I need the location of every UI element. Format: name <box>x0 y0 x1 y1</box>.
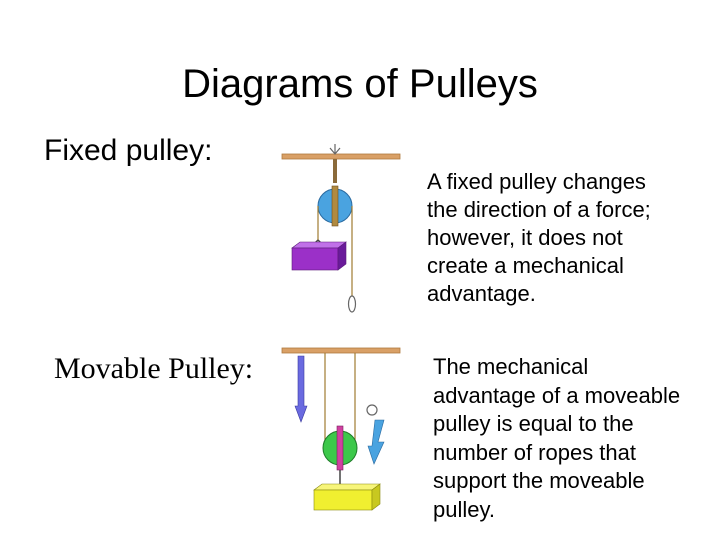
movable-pull-ring <box>366 404 378 416</box>
movable-pulley-description: The mechanical advantage of a moveable p… <box>433 354 681 522</box>
movable-pulley-diagram <box>281 347 401 511</box>
movable-weight-block <box>313 489 373 511</box>
movable-downward-arrow <box>294 355 308 423</box>
slide-title: Diagrams of Pulleys <box>182 62 538 106</box>
fixed-ceiling-bar <box>281 153 401 160</box>
movable-weight-side <box>371 483 381 511</box>
fixed-pulley-label: Fixed pulley: <box>44 134 213 167</box>
fixed-pull-ring <box>347 295 357 313</box>
movable-upward-arrow <box>367 419 385 465</box>
movable-ceiling-bar <box>281 347 401 354</box>
movable-pulley-axle-plate <box>336 425 344 471</box>
fixed-weight-block <box>291 247 339 271</box>
fixed-hook-mount <box>329 144 341 155</box>
fixed-weight-side <box>337 241 347 271</box>
movable-pulley-label: Movable Pulley: <box>54 352 254 385</box>
movable-weight-top <box>313 483 381 491</box>
fixed-weight-top <box>291 241 347 249</box>
fixed-hanger <box>333 159 337 183</box>
fixed-pulley-diagram <box>281 144 401 313</box>
fixed-pulley-axle-plate <box>331 185 339 227</box>
fixed-pulley-description: A fixed pulley changes the direction of … <box>427 169 651 306</box>
